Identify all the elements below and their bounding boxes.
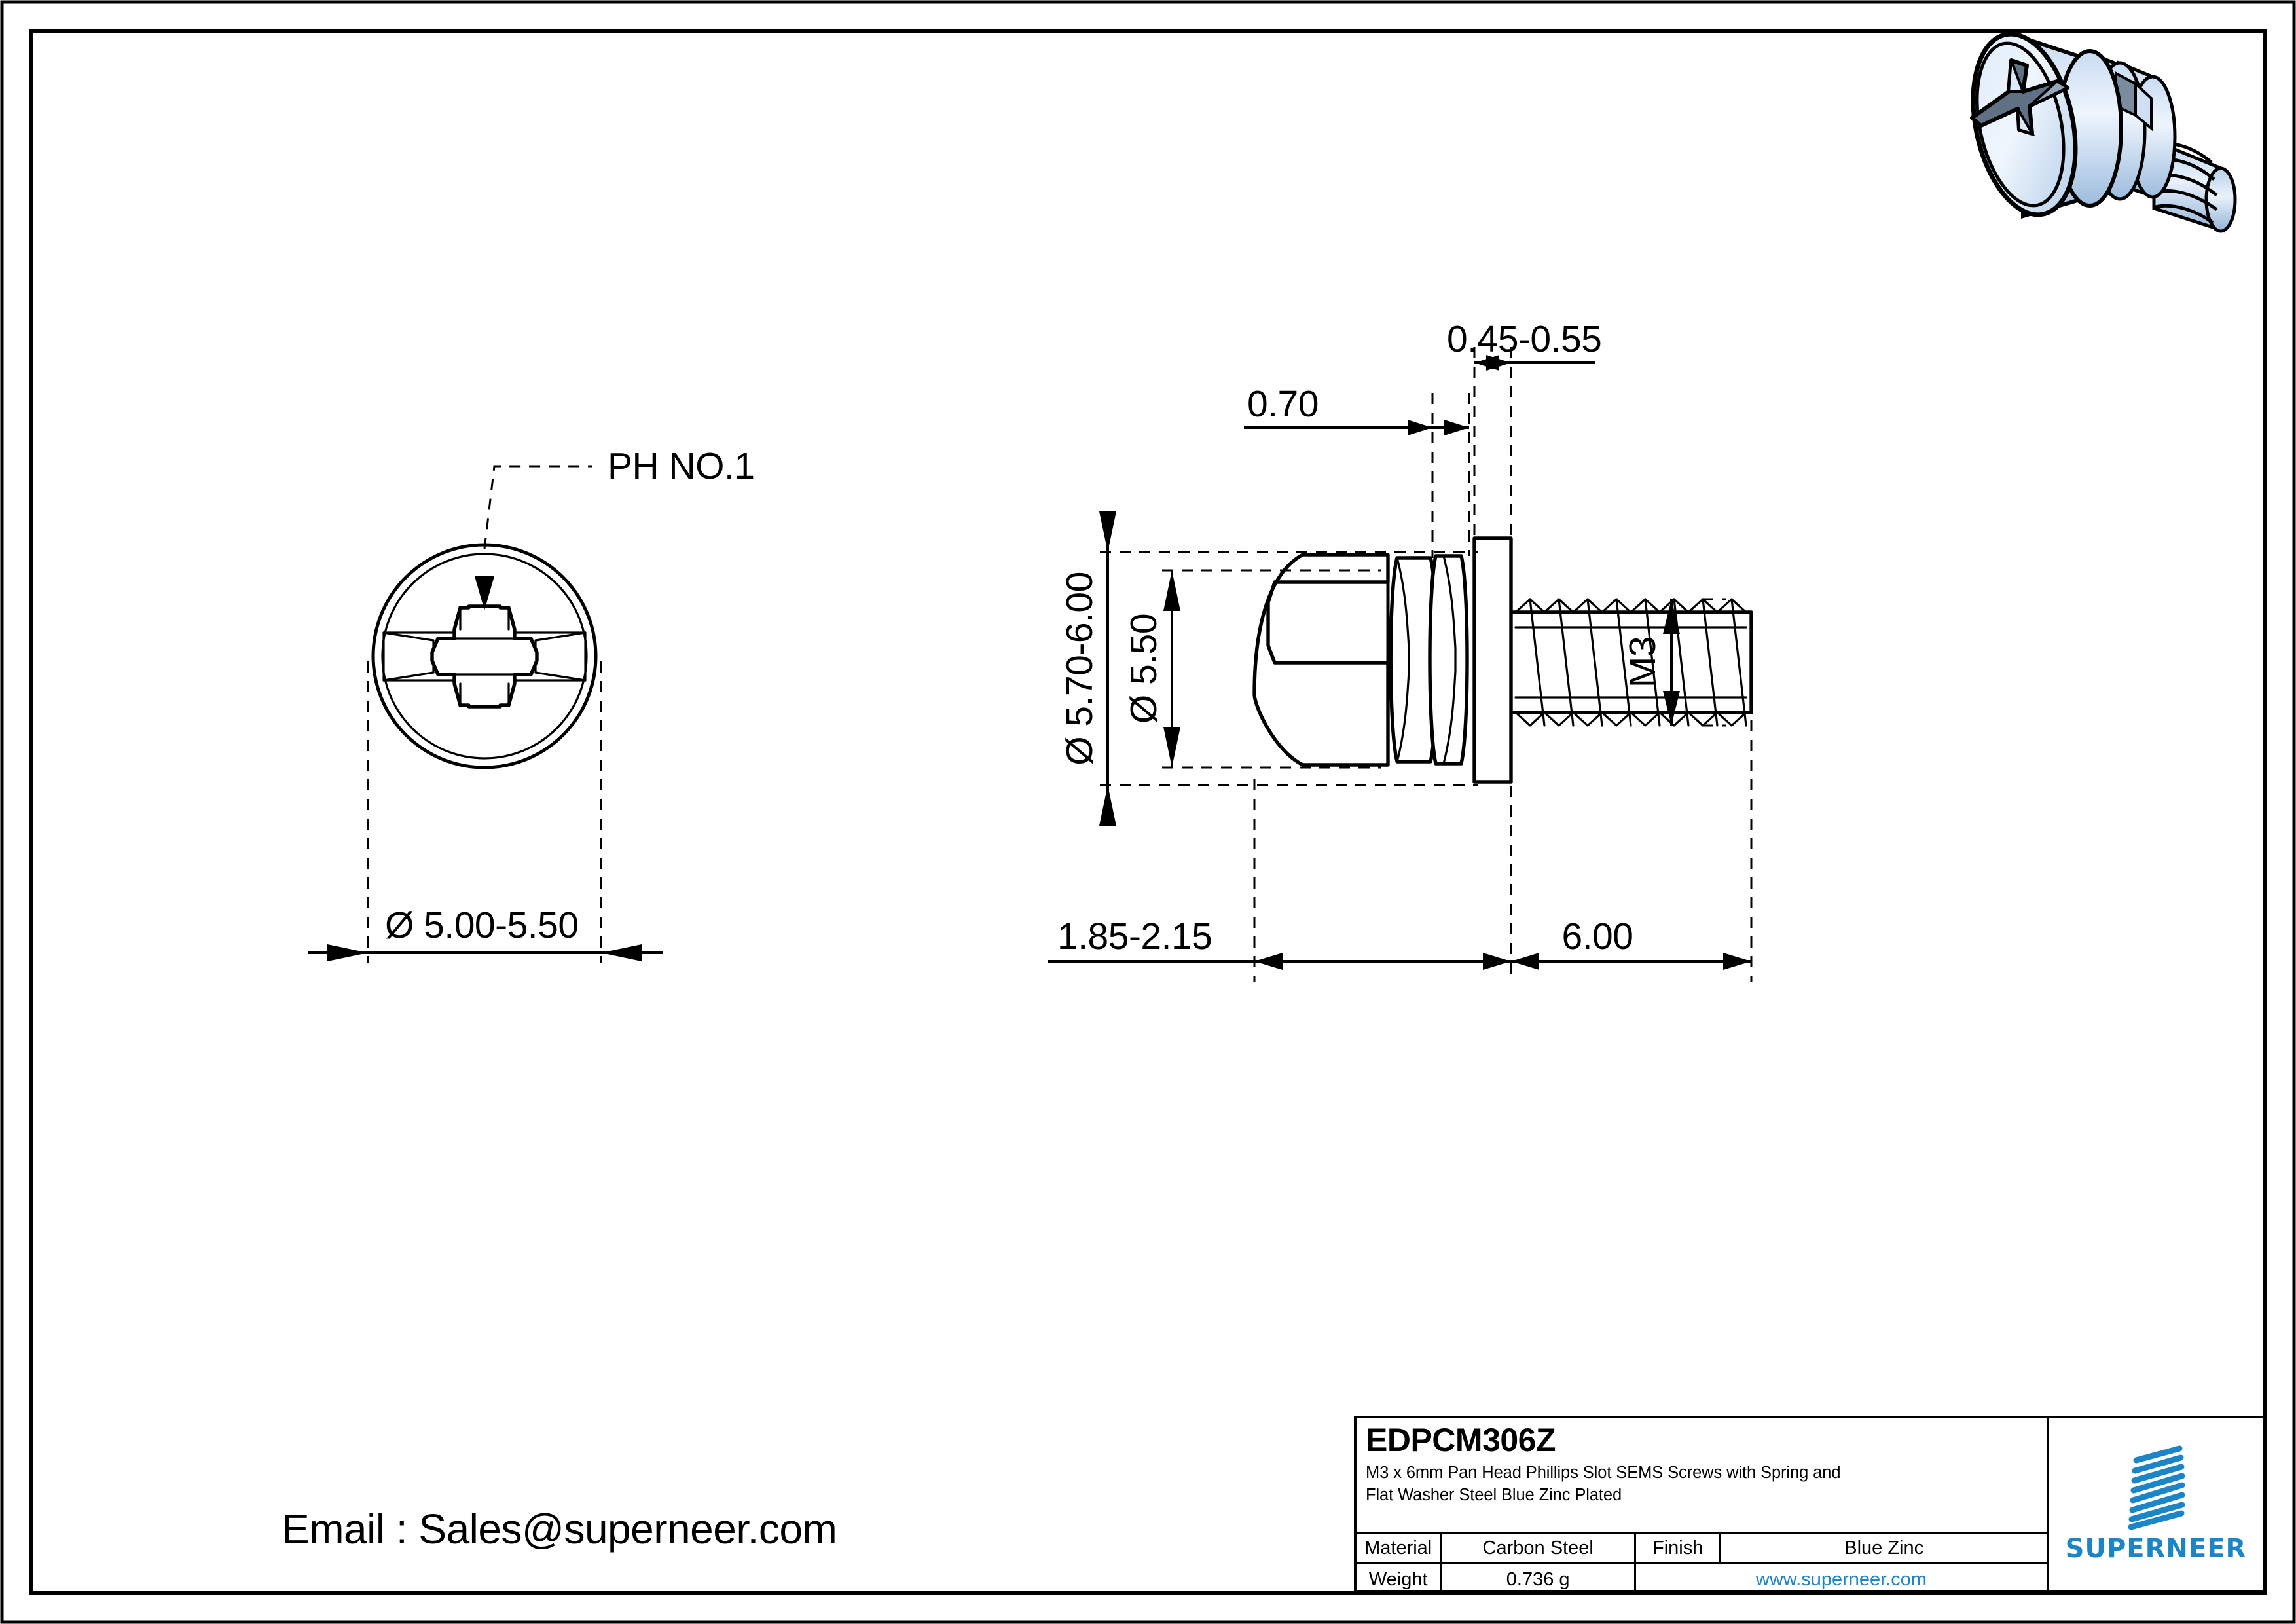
thread-flank-6 — [1673, 598, 1690, 727]
spring-washer-split-top — [1396, 557, 1410, 650]
phillips-center-square — [453, 637, 516, 676]
head-slot-left-taper-top — [382, 631, 435, 642]
finish-value: Blue Zinc — [1844, 1537, 1924, 1559]
brand-wordmark: SUPERNEER — [2065, 1534, 2247, 1564]
thread-crest-bottom — [1514, 711, 1747, 727]
email-contact-line: Email : Sales@superneer.com — [282, 1505, 837, 1553]
spring-arrow-right — [1444, 420, 1469, 435]
side-view-group: Ø 5.70-6.00 Ø 5.50 0.70 0.45-0.55 — [1048, 318, 1753, 982]
head-slot-left-taper-bottom — [382, 671, 435, 682]
superneer-logo-icon — [2128, 1445, 2185, 1530]
thread-flank-4 — [1615, 598, 1632, 727]
title-block-info-panel: EDPCM306Z M3 x 6mm Pan Head Phillips Slo… — [1354, 1416, 2049, 1595]
part-description-line-1: M3 x 6mm Pan Head Phillips Slot SEMS Scr… — [1366, 1464, 1841, 1482]
ph-callout-arrowhead — [475, 576, 494, 610]
pan-head-profile — [1252, 553, 1390, 767]
thread-length-label: 6.00 — [1562, 915, 1633, 957]
weight-value: 0.736 g — [1442, 1564, 1636, 1595]
part-description-cell: EDPCM306Z M3 x 6mm Pan Head Phillips Slo… — [1357, 1418, 2047, 1534]
thread-flank-1 — [1529, 598, 1546, 727]
front-dim-arrow-right — [601, 944, 642, 961]
sheet-inner-border — [29, 29, 2267, 1595]
spring-washer-second-turn — [1428, 554, 1469, 766]
thread-flank-8 — [1730, 598, 1747, 727]
thread-flank-7 — [1702, 598, 1719, 727]
flat-arrow-right — [1486, 355, 1511, 371]
od-dim-arrow-bottom — [1099, 785, 1116, 826]
thread-length-arrow-left — [1511, 953, 1539, 970]
spring-arrow-left — [1408, 420, 1432, 435]
head-slot-right-taper-top — [534, 631, 587, 642]
head-slot-right-taper-bottom — [534, 671, 587, 682]
ph-callout-leader — [483, 465, 592, 549]
headdia-arrow-top — [1163, 570, 1180, 611]
threaded-shaft — [1510, 598, 1753, 727]
head-diameter-side-label: Ø 5.50 — [1123, 614, 1165, 724]
headdia-arrow-bottom — [1163, 727, 1180, 767]
front-head-diameter-label: Ø 5.00-5.50 — [385, 904, 579, 946]
stack-height-label: 1.85-2.15 — [1057, 915, 1212, 957]
thread-designation-label: M3 — [1622, 637, 1664, 688]
thread-flank-2 — [1558, 598, 1575, 727]
website-link[interactable]: www.superneer.com — [1755, 1569, 1927, 1590]
head-inner-circle — [381, 553, 588, 760]
isometric-screw-render — [1970, 31, 2237, 233]
title-block-row-weight: Weight 0.736 g www.superneer.com — [1357, 1564, 2047, 1595]
part-description: M3 x 6mm Pan Head Phillips Slot SEMS Scr… — [1366, 1462, 2047, 1506]
material-value: Carbon Steel — [1442, 1534, 1636, 1562]
thread-length-arrow-right — [1723, 953, 1751, 970]
brand-logo-wrap: SUPERNEER — [2049, 1418, 2263, 1590]
front-dim-arrow-left — [327, 944, 368, 961]
phillips-cross-recess — [430, 604, 539, 709]
m3-arrow-bottom — [1663, 691, 1680, 726]
ph-callout-label: PH NO.1 — [608, 445, 755, 487]
flat-washer-profile — [1472, 536, 1513, 784]
finish-label: Finish — [1636, 1534, 1722, 1562]
material-label: Material — [1357, 1534, 1442, 1562]
spring-washer-thickness-label: 0.70 — [1247, 383, 1319, 425]
thread-flank-5 — [1644, 598, 1661, 727]
iso-phillips-recess — [1970, 58, 2071, 136]
part-number: EDPCM306Z — [1366, 1422, 1556, 1458]
thread-crest-top — [1514, 598, 1747, 614]
weight-label: Weight — [1357, 1564, 1442, 1595]
stack-arrow-right — [1483, 953, 1511, 970]
m3-arrow-top — [1663, 599, 1680, 634]
part-description-line-2: Flat Washer Steel Blue Zinc Plated — [1366, 1485, 1622, 1504]
spring-washer-second-split — [1442, 555, 1457, 765]
phillips-arm-shoulders — [459, 606, 510, 707]
thread-flank-3 — [1586, 598, 1603, 727]
spring-washer-split-bottom — [1396, 670, 1410, 763]
stack-arrow-left — [1254, 953, 1283, 970]
brand-panel: SUPERNEER — [2049, 1416, 2265, 1593]
title-block: EDPCM306Z M3 x 6mm Pan Head Phillips Slo… — [1354, 1416, 2265, 1595]
flat-washer-thickness-label: 0.45-0.55 — [1447, 318, 1601, 360]
od-dim-arrow-top — [1099, 511, 1116, 552]
title-block-row-material: Material Carbon Steel Finish Blue Zinc — [1357, 1534, 2047, 1564]
washer-od-label: Ø 5.70-6.00 — [1059, 572, 1101, 766]
front-view-group: PH NO.1 Ø 5.00-5.50 — [308, 445, 755, 963]
